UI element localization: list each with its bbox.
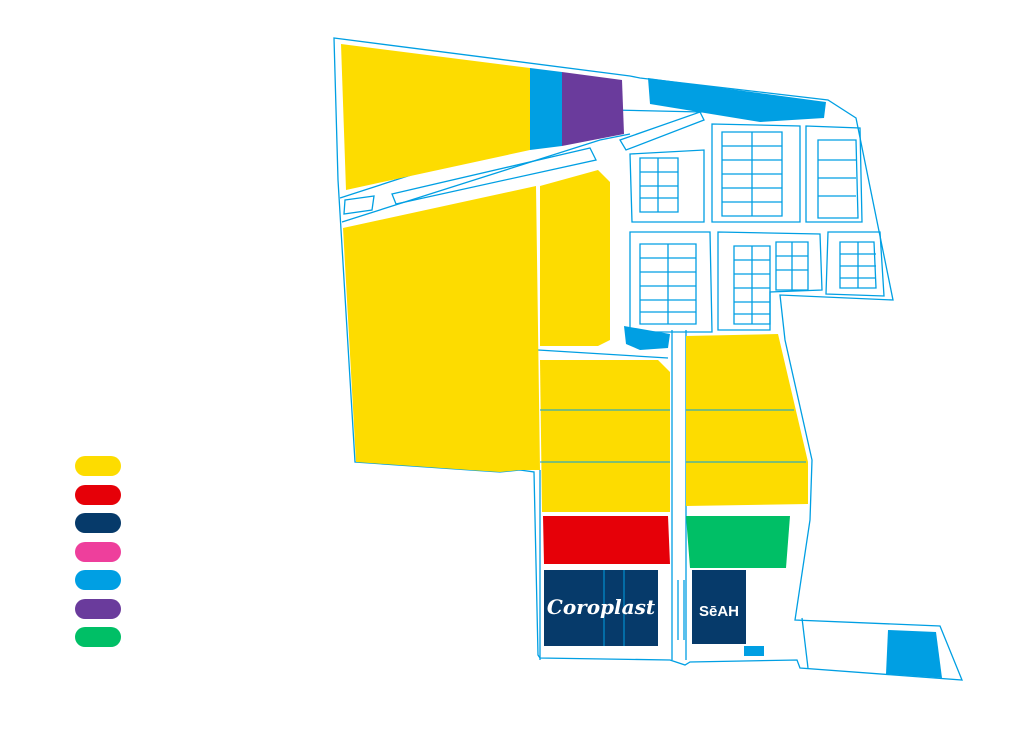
legend-swatch-blue: [75, 570, 121, 590]
parcel-yellow-nw: [341, 44, 530, 190]
block-ne: [711, 123, 801, 223]
site-outline: [333, 37, 963, 681]
parcel-purple-north: [562, 72, 624, 146]
parcel-red: [543, 516, 670, 564]
parcel-dividers: [540, 409, 806, 646]
block-e: [825, 231, 885, 297]
parcel-blue-tiny: [744, 646, 764, 656]
parcel-blue-se: [886, 630, 942, 678]
parcels: [341, 44, 942, 678]
parcel-coroplast: [544, 570, 658, 646]
block-mid: [629, 231, 713, 333]
legend-swatch-pink: [75, 541, 121, 562]
coroplast-logo: Coroplast: [547, 595, 656, 619]
parcel-blue-north: [530, 68, 562, 150]
legend-swatch-purple: [75, 598, 121, 619]
legend-swatch-navy: [75, 513, 121, 533]
seah-logo: SēAH: [699, 603, 739, 620]
parcel-blue-small: [624, 326, 670, 350]
road-island: [343, 195, 375, 215]
road-median: [391, 147, 597, 205]
block-ne2: [805, 125, 863, 223]
legend-swatch-yellow: [75, 456, 121, 476]
road-median-2: [619, 111, 705, 151]
block-nw: [629, 149, 705, 223]
legend-swatch-red: [75, 484, 121, 505]
legend: [75, 456, 123, 656]
parcel-yellow-mid-right: [686, 334, 808, 506]
parcel-seah: [692, 570, 746, 644]
parcel-blue-ne: [648, 78, 826, 122]
parcel-yellow-mid-left: [540, 360, 670, 512]
parcel-green: [686, 516, 790, 568]
legend-swatch-green: [75, 627, 121, 647]
parcel-yellow-center: [540, 170, 610, 346]
parcel-yellow-west: [343, 186, 540, 472]
